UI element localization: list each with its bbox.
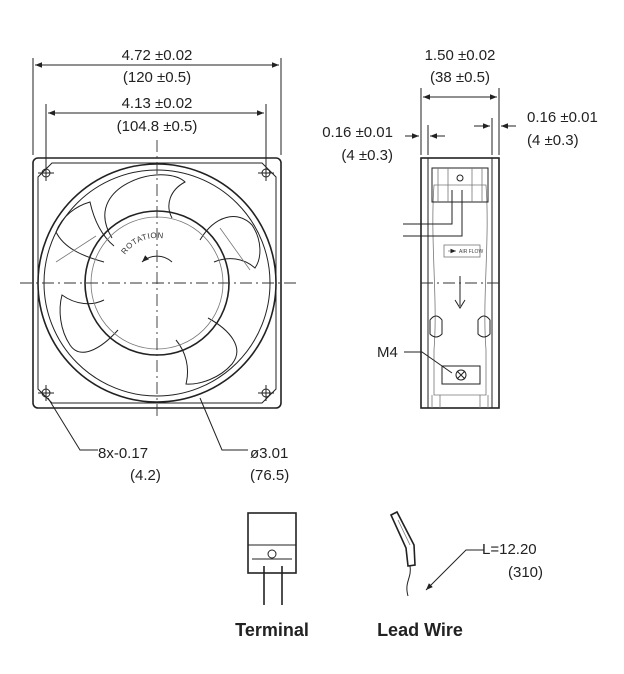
svg-text:(76.5): (76.5) <box>250 467 289 484</box>
svg-text:(4 ±0.3): (4 ±0.3) <box>341 147 393 164</box>
side-body <box>432 184 488 396</box>
outer-width-dimension: 4.72 ±0.02 (120 ±0.5) <box>32 47 282 155</box>
svg-text:(38 ±0.5): (38 ±0.5) <box>430 69 490 86</box>
terminal-body <box>247 512 297 574</box>
airflow-arrow-icon <box>454 276 466 309</box>
svg-text:(4 ±0.3): (4 ±0.3) <box>527 132 579 149</box>
svg-text:ø3.01: ø3.01 <box>250 445 288 462</box>
svg-text:0.16 ±0.01: 0.16 ±0.01 <box>322 124 393 141</box>
mounting-holes <box>38 165 274 401</box>
venturi-diameter-callout: ø3.01 (76.5) <box>199 397 289 484</box>
airflow-label-box <box>443 244 481 258</box>
terminal-pins <box>263 566 283 605</box>
lead-wires <box>403 190 463 237</box>
svg-text:4.72 ±0.02: 4.72 ±0.02 <box>122 47 193 64</box>
lead-wire-connector <box>389 510 416 567</box>
screw-callout: M4 <box>377 344 453 374</box>
svg-text:L=12.20: L=12.20 <box>482 541 537 558</box>
lead-wire-caption: Lead Wire <box>377 620 463 640</box>
svg-text:(120 ±0.5): (120 ±0.5) <box>123 69 191 86</box>
terminal-hole-icon <box>267 549 277 559</box>
screw-boss <box>441 365 481 385</box>
front-view: ROTATION 4.72 ±0.02 (120 ±0.5) 4.13 ±0.0… <box>20 47 296 484</box>
hole-spacing-dimension: 4.13 ±0.02 (104.8 ±0.5) <box>45 95 267 168</box>
side-view: AIR FLOW 1.50 ±0.02 (38 ±0.5) 0.16 ±0.01… <box>322 47 598 409</box>
svg-text:4.13 ±0.02: 4.13 ±0.02 <box>122 95 193 112</box>
terminal-detail: Terminal <box>235 512 309 640</box>
depth-dimension: 1.50 ±0.02 (38 ±0.5) <box>420 47 500 155</box>
mount-holes-callout: 8x-0.17 (4.2) <box>47 397 161 484</box>
terminal-caption: Terminal <box>235 620 309 640</box>
flange-left-dimension: 0.16 ±0.01 (4 ±0.3) <box>322 124 445 164</box>
svg-text:(310): (310) <box>508 564 543 581</box>
lead-wire-detail: L=12.20 (310) Lead Wire <box>377 510 543 640</box>
svg-text:(104.8 ±0.5): (104.8 ±0.5) <box>117 118 198 135</box>
svg-text:M4: M4 <box>377 344 398 361</box>
fan-blades <box>55 174 261 385</box>
terminal-block <box>431 167 489 203</box>
flange-right-dimension: 0.16 ±0.01 (4 ±0.3) <box>474 109 598 155</box>
frame-inner-chamfer <box>37 162 277 404</box>
rotation-label: ROTATION <box>119 231 164 256</box>
screw-icon <box>455 369 467 381</box>
side-mount-slots <box>429 315 491 338</box>
lead-length-leader <box>425 549 484 591</box>
svg-text:(4.2): (4.2) <box>130 467 161 484</box>
svg-text:0.16 ±0.01: 0.16 ±0.01 <box>527 109 598 126</box>
svg-text:AIR FLOW: AIR FLOW <box>459 249 483 255</box>
svg-text:8x-0.17: 8x-0.17 <box>98 445 148 462</box>
lead-wire-cable <box>406 565 411 597</box>
svg-text:1.50 ±0.02: 1.50 ±0.02 <box>425 47 496 64</box>
